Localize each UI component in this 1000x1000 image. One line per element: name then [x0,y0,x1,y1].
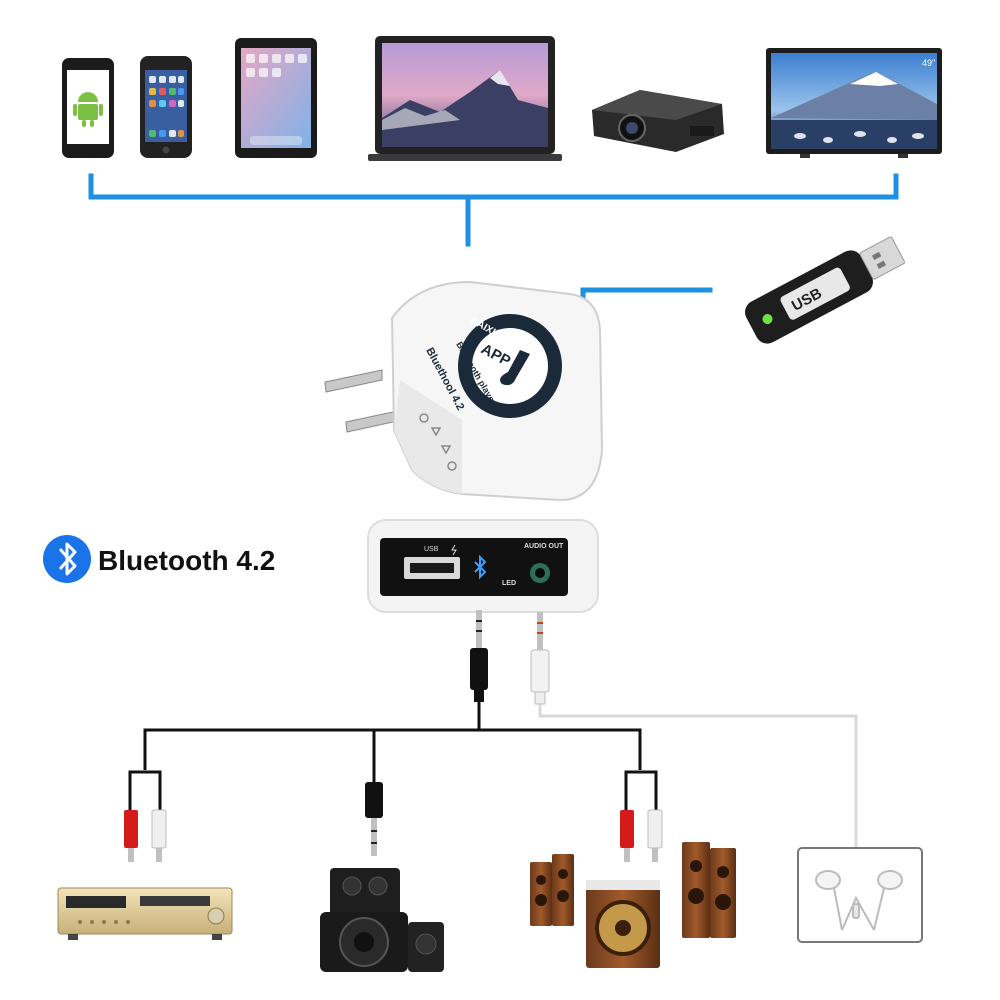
android-phone [62,58,114,158]
panel-bluetooth-icon [474,554,487,580]
bluetooth-heading: Bluetooth 4.2 [98,545,275,576]
usb-port [404,557,460,579]
tablet [235,38,317,158]
projector [592,90,724,152]
led-label: LED [502,580,516,587]
television: 49" [766,48,942,158]
rca-plugs-left [124,809,167,862]
black-35mm-plug-middle [365,782,383,856]
adapter-side-buttons [419,413,457,471]
audio-out-label: AUDIO OUT [524,543,564,550]
tv-size-label: 49" [922,58,935,68]
smartphone [140,56,192,158]
usb-port-label: USB [424,546,439,553]
android-icon [73,92,103,127]
bluetooth-adapter: APP BAIXING Bluetooth player Bluethool 4… [324,280,604,502]
av-receiver [57,887,233,940]
white-35mm-plug [530,612,550,705]
rca-plugs-right [620,809,663,862]
black-35mm-plug [470,610,488,702]
earphones-icon [815,870,903,931]
adapter-panel: USB LED AUDIO OUT [367,519,599,613]
bluetooth-icon [58,542,77,576]
home-theater-speakers [530,842,736,968]
laptop [368,36,562,161]
usb-stick: USB [745,236,906,344]
white-cable [538,704,858,850]
bluetooth-badge [43,535,91,583]
earphones [797,847,923,943]
black-cable-tree [128,700,658,820]
computer-speakers [320,868,444,972]
